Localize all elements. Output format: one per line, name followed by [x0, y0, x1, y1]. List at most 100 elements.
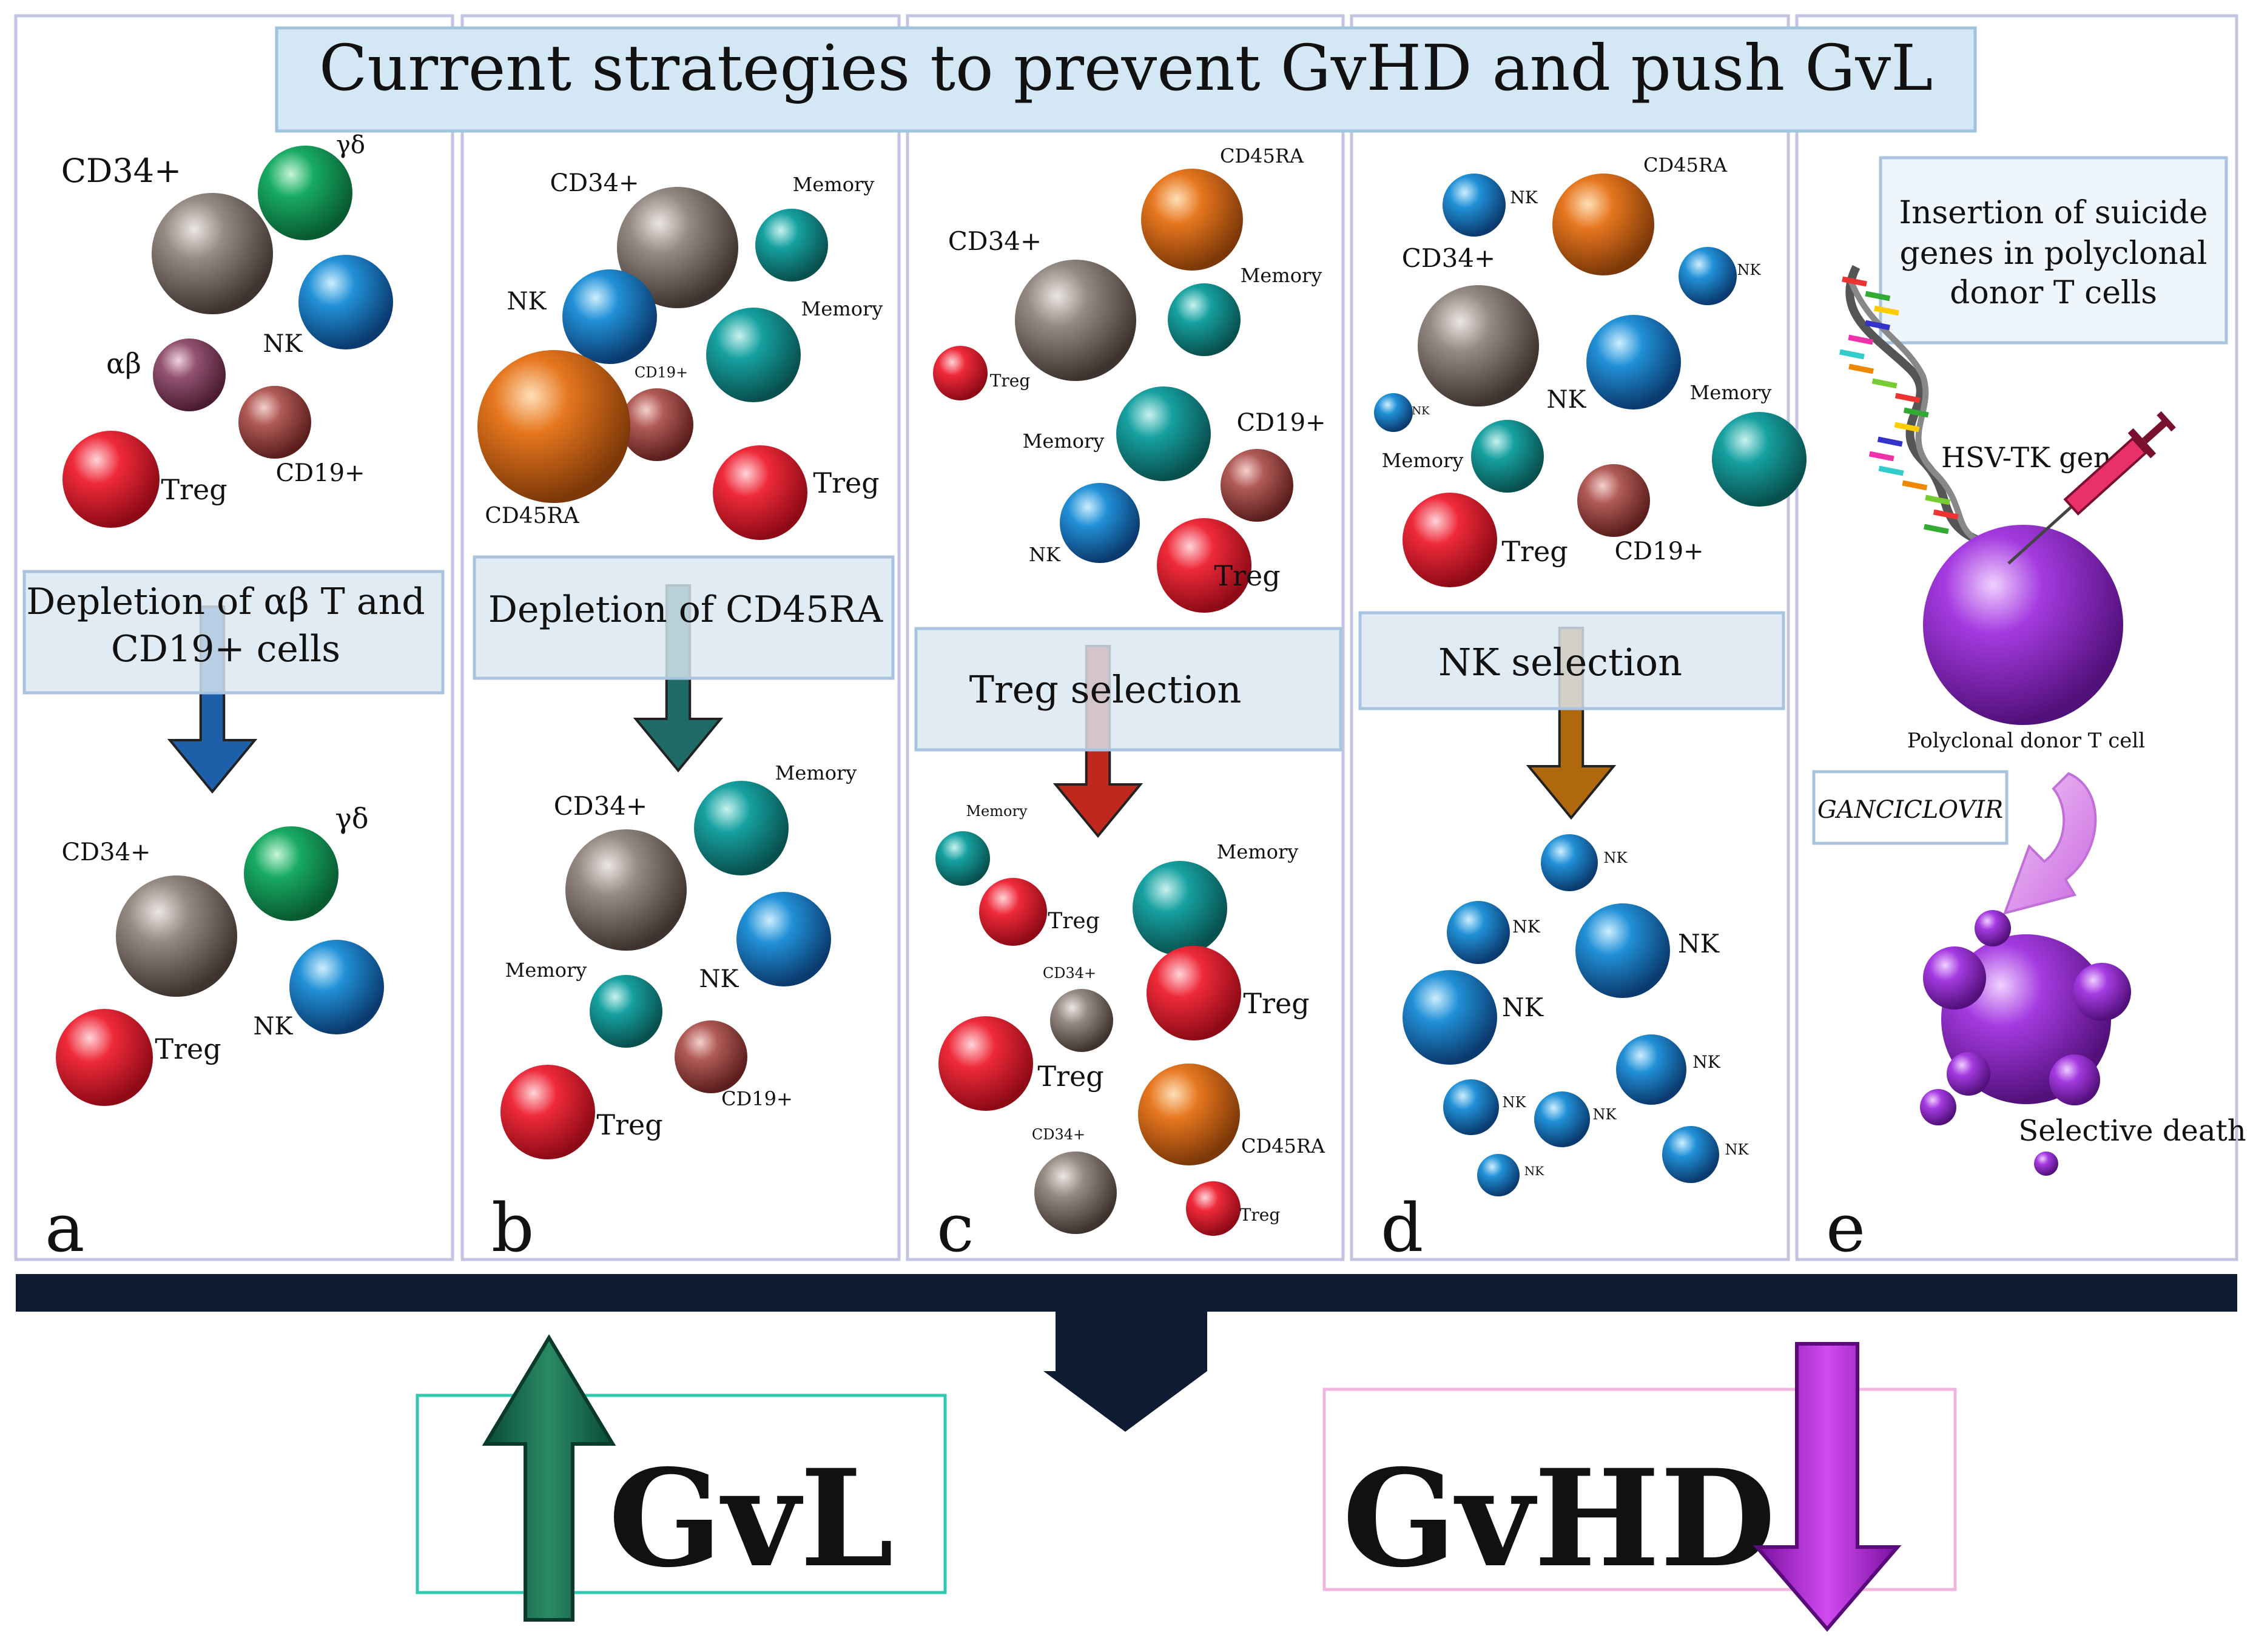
mem-cell — [590, 975, 662, 1048]
cd34-cell — [1418, 285, 1539, 406]
nk-cell-label: NK — [1029, 543, 1061, 566]
treg-cell — [56, 1009, 153, 1106]
nk-cell-label: NK — [1737, 261, 1762, 278]
nk-cell — [1541, 834, 1598, 891]
gvl-up-arrow — [482, 1334, 616, 1622]
mem-cell — [1116, 386, 1211, 481]
treg-cell — [1157, 518, 1251, 613]
panel-c-step: Treg selection — [914, 627, 1342, 838]
cd34-cell — [617, 187, 738, 308]
hsv-tk-gene-label: HSV-TK gene — [1941, 441, 2128, 474]
treg-cell-label: Treg — [1240, 1205, 1281, 1225]
gvhd-down-arrow — [1753, 1342, 1902, 1632]
selective-death-label: Selective death — [2018, 1114, 2246, 1148]
panel-a-step-box — [22, 570, 445, 695]
gd-cell — [258, 146, 352, 240]
gd-cell-label: γδ — [335, 802, 368, 835]
panel-letter: a — [45, 1189, 85, 1267]
suicide-gene-box-line: Insertion of suicide — [1899, 195, 2208, 231]
nk-cell — [1616, 1034, 1686, 1105]
treg-cell-label: Treg — [1048, 909, 1100, 934]
cd19-cell — [1577, 464, 1650, 537]
nk-cell — [1060, 483, 1140, 563]
ab-cell-label: αβ — [106, 347, 141, 380]
mem-cell-label: Memory — [1217, 840, 1299, 863]
panel-c-after-cells: MemoryTregMemoryCD34+TregTregCD45RACD34+… — [935, 803, 1325, 1236]
panel-letter: d — [1381, 1189, 1423, 1267]
gd-cell-label: γδ — [336, 131, 365, 159]
apoptotic-body — [2034, 1151, 2058, 1176]
nk-cell-label: NK — [1604, 849, 1628, 866]
mem-cell — [1168, 283, 1241, 356]
cd45-cell — [1552, 174, 1654, 275]
cd34-cell — [1050, 989, 1113, 1052]
cd45-cell-label: CD45RA — [1241, 1134, 1325, 1158]
cd34-cell-label: CD34+ — [554, 791, 647, 821]
cd19-cell — [675, 1020, 747, 1093]
cd19-cell-label: CD19+ — [1614, 538, 1703, 565]
treg-cell — [1147, 946, 1241, 1040]
treg-cell — [1186, 1181, 1241, 1236]
ganciclovir-box — [1812, 770, 2009, 845]
suicide-gene-box — [1879, 156, 2228, 345]
nk-cell-label: NK — [699, 965, 739, 993]
nk-cell — [298, 255, 393, 349]
panel-a-step-label: Depletion of αβ T and — [26, 581, 425, 623]
gvhd-box — [1322, 1387, 1957, 1591]
title-box: Current strategies to prevent GvHD and p… — [275, 26, 1977, 133]
treg-cell — [1403, 493, 1497, 587]
mem-cell-label: Memory — [1690, 381, 1772, 404]
cd34-cell — [1034, 1151, 1117, 1234]
cd45-cell — [477, 350, 630, 503]
panel-a-step-label: CD19+ cells — [111, 628, 340, 670]
mem-cell — [935, 831, 990, 886]
panel-d-step: NK selection — [1358, 611, 1785, 820]
nk-cell — [1477, 1154, 1520, 1196]
panel-d-step-box — [1358, 611, 1785, 710]
syringe-icon — [2007, 411, 2176, 565]
summary-down-arrow — [1043, 1312, 1207, 1432]
gvhd-label: GvHD — [1342, 1440, 1776, 1597]
cd34-cell — [565, 829, 687, 951]
nk-cell — [1443, 1079, 1499, 1135]
dying-cell — [1923, 910, 2131, 1105]
nk-cell-label: NK — [1725, 1141, 1750, 1158]
treg-cell-label: Treg — [1037, 1060, 1103, 1093]
panel-b-step-label: Depletion of CD45RA — [488, 588, 883, 631]
nk-cell-label: NK — [1678, 929, 1720, 959]
cd19-cell — [621, 388, 693, 461]
apoptotic-body — [1920, 1089, 1956, 1125]
panel-c-step-label: Treg selection — [969, 667, 1242, 712]
nk-cell-label: NK — [1412, 405, 1430, 417]
panel-c-step-box — [914, 627, 1342, 752]
nk-cell — [1586, 315, 1681, 410]
mem-cell-label: Memory — [1023, 430, 1105, 453]
nk-cell — [1534, 1091, 1590, 1147]
nk-cell-label: NK — [507, 288, 547, 315]
treg-cell-label: Treg — [1243, 987, 1309, 1020]
cd34-cell — [152, 193, 273, 314]
cd34-cell — [116, 875, 237, 997]
cd34-cell-label: CD34+ — [61, 152, 182, 190]
nk-cell-label: NK — [1502, 993, 1544, 1022]
cd19-cell-label: CD19+ — [1236, 409, 1325, 437]
polyclonal-t-cell — [1923, 525, 2123, 725]
cd19-cell-label: CD19+ — [721, 1087, 793, 1110]
cd45-cell-label: CD45RA — [1643, 153, 1728, 177]
cd34-cell-label: CD34+ — [948, 226, 1042, 256]
cd45-cell-label: CD45RA — [1220, 144, 1304, 167]
cd34-cell — [1015, 260, 1136, 381]
suicide-gene-box-line: genes in polyclonal — [1900, 235, 2208, 272]
nk-cell-label: NK — [1547, 386, 1587, 414]
nk-cell — [1679, 247, 1737, 305]
cd19-cell — [238, 386, 311, 459]
treg-cell — [62, 431, 160, 528]
treg-cell-label: Treg — [596, 1108, 662, 1141]
mem-cell-label: Memory — [505, 959, 587, 982]
nk-cell — [1374, 393, 1413, 432]
